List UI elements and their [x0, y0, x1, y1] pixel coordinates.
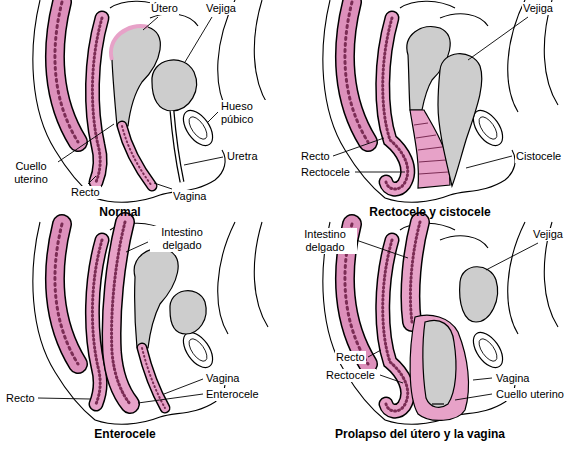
organ-label: Rectocele: [300, 166, 351, 179]
organ-label: Cuello uterino: [4, 160, 58, 186]
panel-caption: Enterocele: [93, 427, 156, 441]
organ-label: Cistocele: [515, 150, 562, 163]
organ-label: Recto: [5, 392, 36, 405]
panel-caption: Rectocele y cistocele: [368, 205, 491, 219]
organ-label: Recto: [70, 186, 101, 199]
organ-label: Recto: [335, 351, 366, 364]
panel-caption: Prolapso del útero y la vagina: [334, 427, 506, 441]
organ-label: Vagina: [172, 190, 207, 203]
organ-label: Enterocele: [205, 388, 260, 401]
organ-label: Recto: [300, 150, 331, 163]
organ-label: Cuello uterino: [495, 388, 565, 401]
organ-label: Intestino delgado: [150, 226, 214, 252]
organ-label: Uretra: [226, 150, 259, 163]
organ-label: Rectocele: [325, 369, 376, 382]
organ-label: Vejiga: [522, 2, 554, 15]
organ-label: Vejiga: [205, 2, 237, 15]
leader-lines: [38, 17, 538, 403]
organ-label: Intestino delgado: [293, 228, 357, 254]
organ-label: Vagina: [495, 372, 530, 385]
organ-label: Vejiga: [532, 228, 564, 241]
organ-label: Útero: [150, 2, 179, 15]
panel-caption: Normal: [98, 205, 141, 219]
organ-label: Hueso púbico: [220, 100, 274, 126]
organ-label: Vagina: [205, 372, 240, 385]
